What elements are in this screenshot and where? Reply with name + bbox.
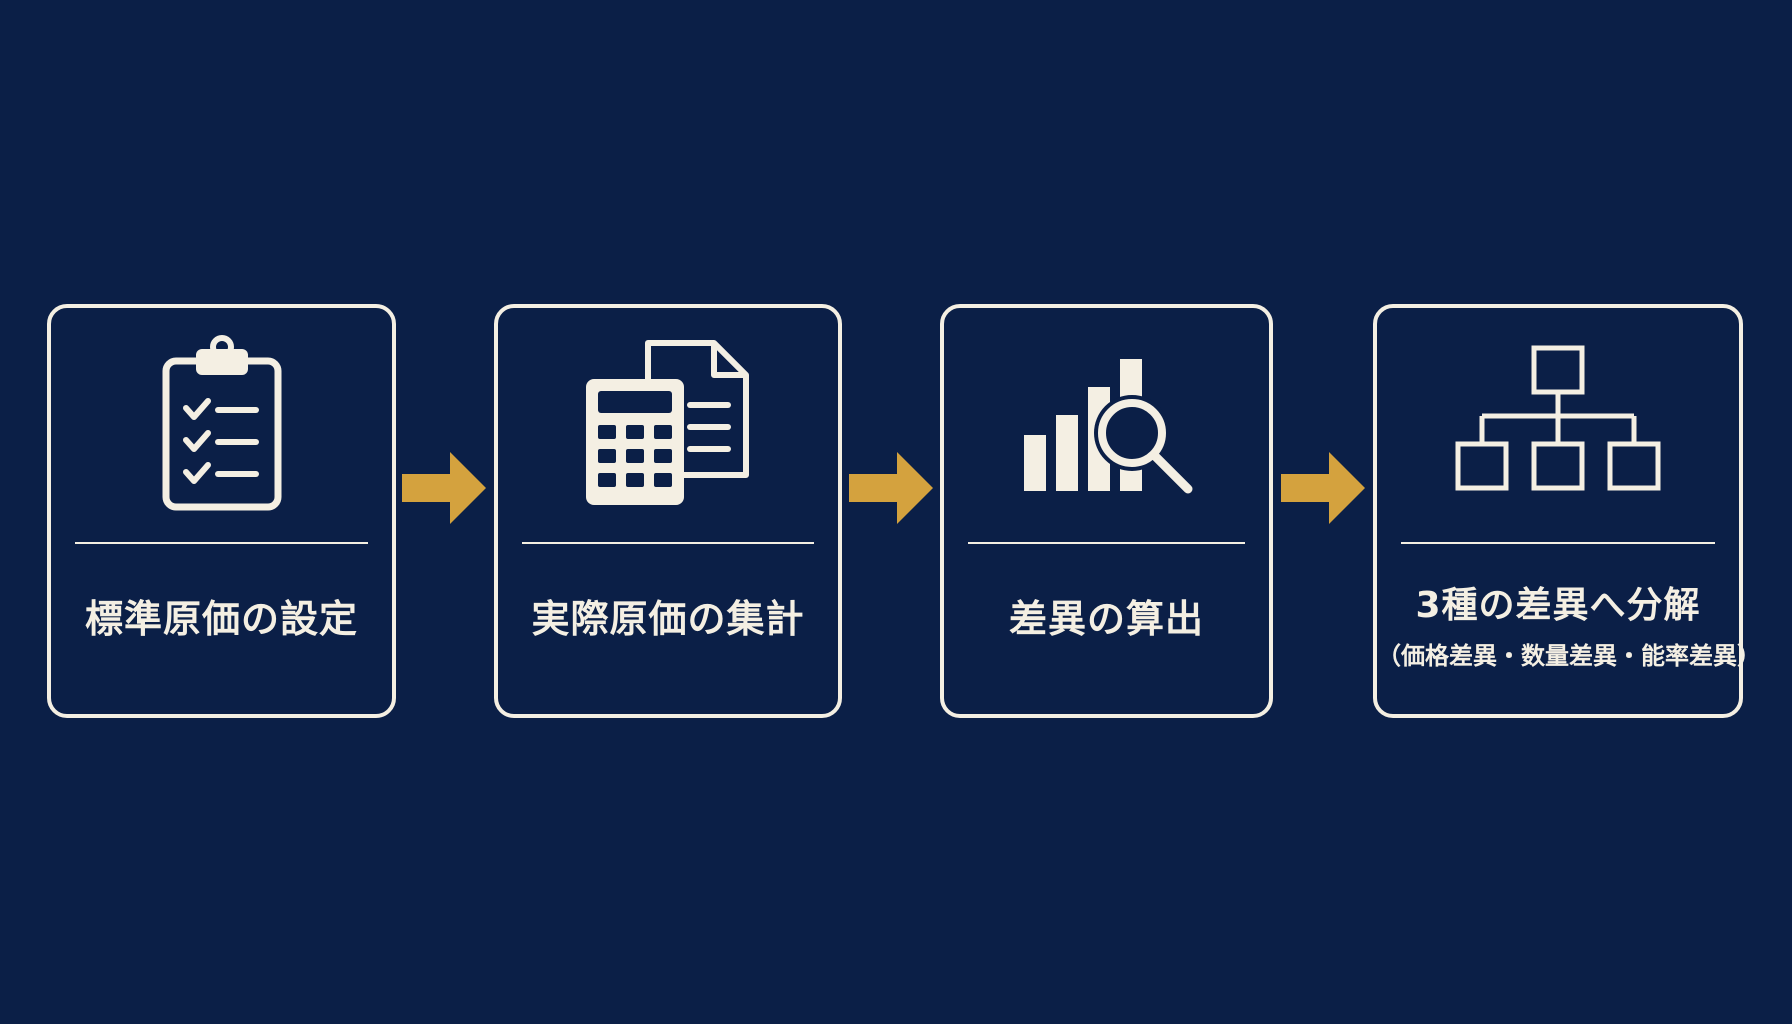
- arrow-right-icon: [849, 452, 933, 524]
- card-divider: [1401, 542, 1715, 544]
- card-divider: [522, 542, 814, 544]
- calculator-document-icon: [498, 338, 838, 508]
- step-label: 3種の差異へ分解: [1415, 585, 1701, 626]
- hierarchy-tree-icon: [1377, 338, 1739, 508]
- step-card-variance-breakdown: 3種の差異へ分解 （価格差異・数量差異・能率差異）: [1373, 304, 1761, 718]
- card-divider: [75, 542, 368, 544]
- step-card-actual-cost: 実際原価の集計: [494, 304, 842, 718]
- step-card-variance-calc: 差異の算出: [940, 304, 1273, 718]
- step-label: 実際原価の集計: [531, 597, 805, 641]
- arrow-right-icon: [402, 452, 486, 524]
- step-label: 標準原価の設定: [84, 597, 358, 641]
- step-card-standard-cost: 標準原価の設定: [47, 304, 396, 718]
- card-divider: [968, 542, 1245, 544]
- clipboard-checklist-icon: [51, 335, 392, 511]
- step-sublabel: （価格差異・数量差異・能率差異）: [1377, 642, 1761, 670]
- bar-chart-magnifier-icon: [944, 338, 1269, 508]
- step-label: 差異の算出: [1008, 597, 1204, 641]
- arrow-right-icon: [1281, 452, 1365, 524]
